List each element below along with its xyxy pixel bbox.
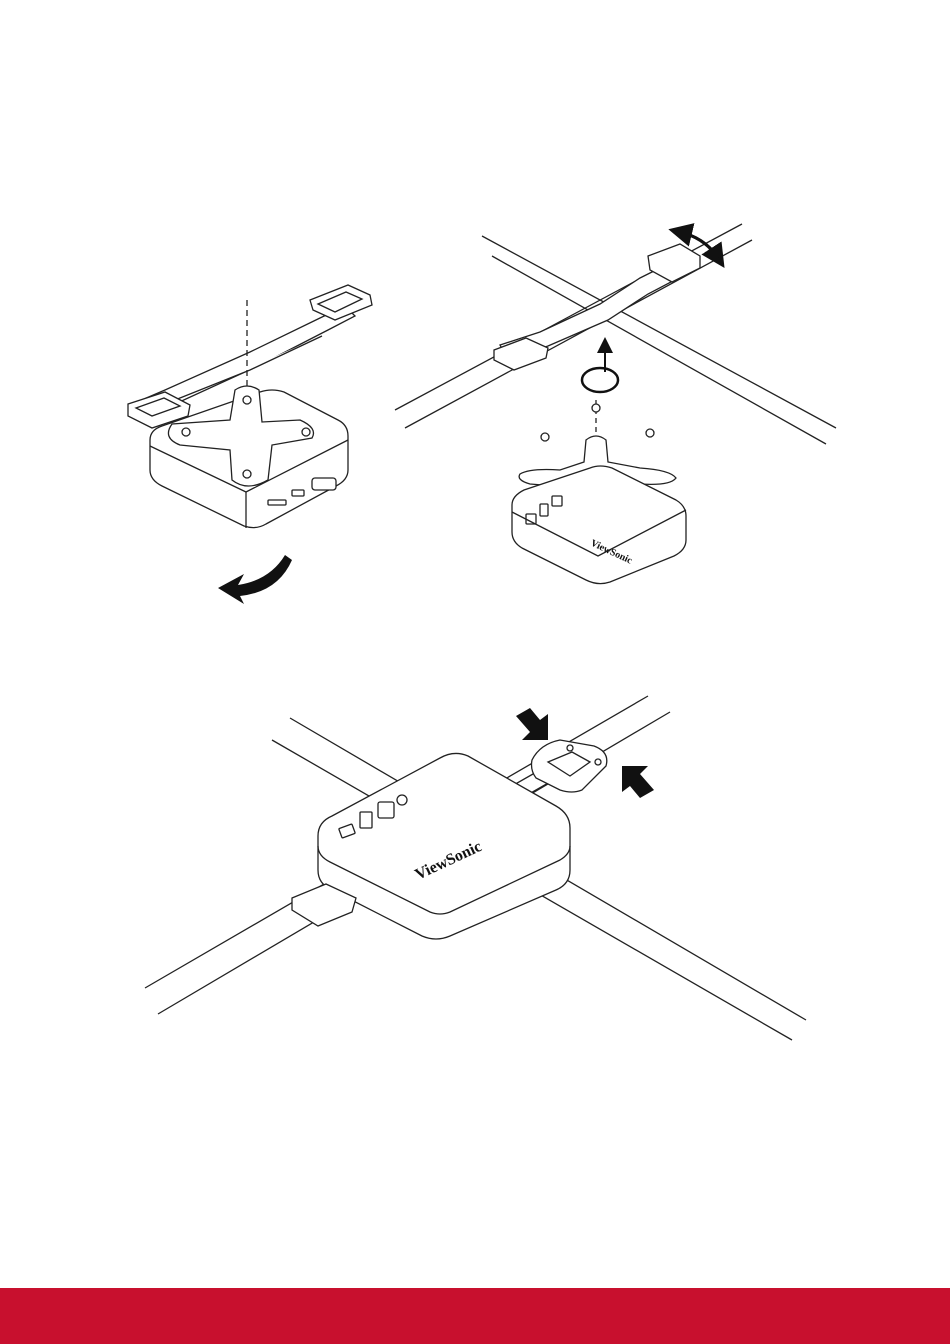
installation-illustration: ViewSonic — [0, 0, 950, 1288]
rotate-screw-icon — [582, 345, 618, 392]
footer-brand-bar — [0, 1288, 950, 1344]
step-2-figure: ViewSonic — [395, 224, 836, 584]
step-1-figure — [128, 285, 372, 604]
step-3-figure: ViewSonic — [145, 696, 806, 1040]
rotate-arrow-icon — [218, 555, 292, 604]
illustration-canvas: ViewSonic — [0, 0, 950, 1288]
